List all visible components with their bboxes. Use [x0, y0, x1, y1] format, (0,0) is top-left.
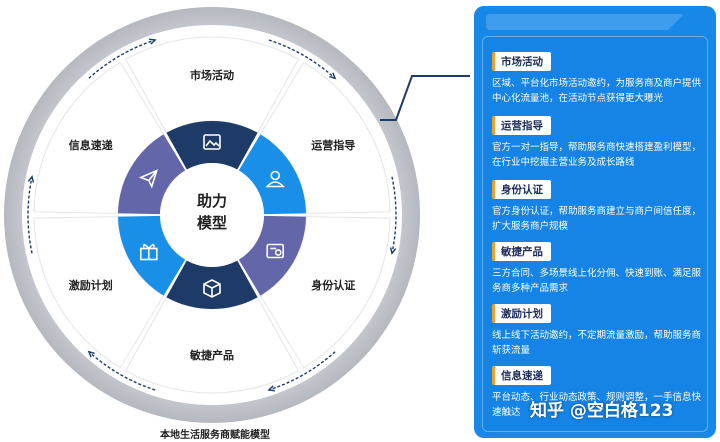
panel-item-title: 激励计划 [492, 304, 551, 323]
user-icon [265, 170, 286, 188]
flow-arrow-head [389, 247, 397, 255]
center-title-line1: 助力 [197, 192, 227, 210]
panel-item-title: 信息速递 [492, 366, 551, 385]
description-panel: 市场活动 区域、平台化市场活动邀约，为服务商及商户提供中心化流量池，在活动节点获… [474, 6, 716, 438]
segment-label: 运营指导 [311, 138, 355, 152]
panel-item-product: 敏捷产品 三方合同、多场景线上化分佣、快速到账、满足服务商多种产品需求 [492, 240, 712, 296]
center-title-line2: 模型 [197, 214, 227, 232]
box-shape [203, 279, 221, 298]
flow-arrow [268, 39, 336, 79]
segment-label: 身份认证 [311, 278, 355, 292]
flow-arrow-head [27, 175, 35, 183]
watermark: 知乎 @空白格123 [530, 401, 674, 421]
picture-icon [203, 134, 221, 150]
flow-arrow-head [329, 72, 337, 80]
user-body [265, 181, 286, 188]
inner-segment [238, 215, 306, 296]
flow-arrow-head [149, 38, 157, 45]
diagram-caption: 本地生活服务商赋能模型 [160, 430, 270, 441]
panel-item-identity: 身份认证 官方身份认证，帮助服务商建立与商户间信任度，扩大服务商户规模 [492, 178, 712, 234]
inner-segment [118, 134, 186, 215]
panel-item-operation: 运营指导 官方一对一指导，帮助服务商快速搭建盈利模型，在行业中挖掘主营业务及成长… [492, 114, 712, 170]
center-circle [160, 163, 264, 267]
inner-segment [166, 260, 258, 309]
panel-item-desc: 官方身份认证，帮助服务商建立与商户间信任度，扩大服务商户规模 [492, 206, 702, 232]
flow-arrow [268, 351, 336, 391]
panel-item-desc: 平台动态、行业动态政策、规则调整，一手信息快速触达 [492, 392, 702, 418]
panel-item-desc: 三方合同、多场景线上化分佣、快速到账、满足服务商多种产品需求 [492, 268, 702, 294]
flow-arrow [27, 176, 33, 254]
plane-shape [138, 169, 159, 189]
panel-item-title: 身份认证 [492, 180, 551, 199]
panel-item-title: 运营指导 [492, 116, 551, 135]
flow-arrow [88, 351, 156, 391]
panel-item-incentive: 激励计划 线上线下活动邀约，不定期流量激励，帮助服务商斩获流量 [492, 302, 712, 358]
segment-label: 激励计划 [69, 278, 113, 292]
picture-mountain [205, 139, 220, 147]
gift-icon [139, 243, 158, 261]
panel-item-news: 信息速递 平台动态、行业动态政策、规则调整，一手信息快速触达 [492, 364, 712, 420]
flow-arrow [391, 176, 397, 254]
panel-item-market: 市场活动 区域、平台化市场活动邀约，为服务商及商户提供中心化流量池，在活动节点获… [492, 50, 712, 106]
certificate-icon [266, 243, 285, 259]
panel-item-desc: 区域、平台化市场活动邀约，为服务商及商户提供中心化流量池，在活动节点获得更大曝光 [492, 78, 702, 104]
panel-item-title: 敏捷产品 [492, 242, 551, 261]
paper-plane-icon [138, 169, 159, 189]
inner-segment [238, 134, 306, 215]
segment-label: 信息速递 [69, 138, 113, 152]
panel-header-band [486, 14, 684, 30]
segment-label: 市场活动 [190, 68, 234, 82]
inner-segment [166, 121, 258, 170]
panel-item-desc: 线上线下活动邀约，不定期流量激励，帮助服务商斩获流量 [492, 330, 702, 356]
flow-arrow [88, 39, 156, 79]
user-head [270, 170, 281, 181]
connector-line [380, 75, 470, 121]
inner-segment [118, 215, 186, 296]
segment-label: 敏捷产品 [189, 348, 234, 362]
panel-item-title: 市场活动 [492, 52, 551, 71]
picture-frame [203, 134, 221, 150]
box-icon [203, 279, 221, 298]
gift-bow [142, 243, 155, 250]
flow-arrow-head [267, 385, 275, 392]
panel-item-desc: 官方一对一指导，帮助服务商快速搭建盈利模型，在行业中挖掘主营业务及成长路线 [492, 142, 702, 168]
certificate-sheet [266, 243, 285, 259]
certificate-seal [274, 249, 282, 256]
flow-arrow-head [87, 350, 95, 358]
